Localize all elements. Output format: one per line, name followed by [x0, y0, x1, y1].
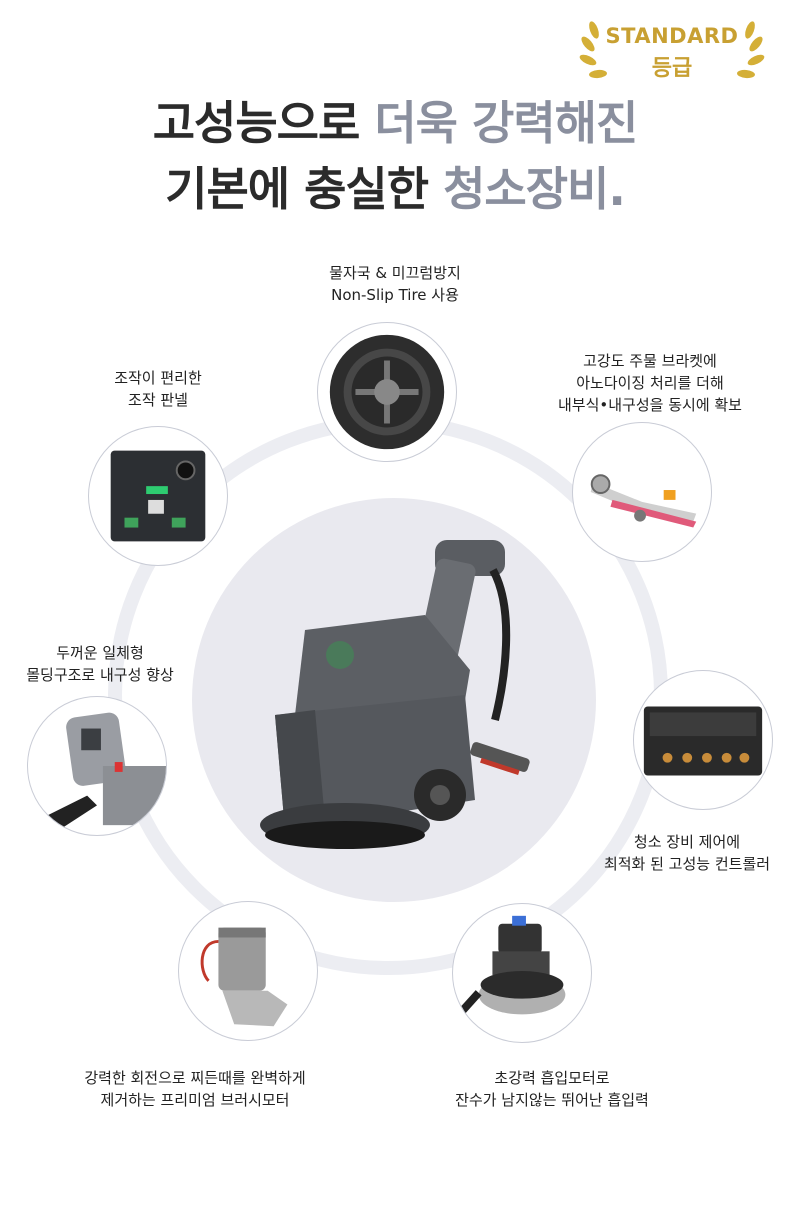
headline-line-2: 기본에 충실한 청소장비.: [0, 166, 790, 212]
bracket-node: [572, 422, 712, 562]
badge-title: STANDARD: [605, 24, 739, 48]
suction-motor-icon: [457, 915, 566, 1016]
headline-1-dark: 고성능으로: [152, 96, 375, 150]
suction-motor-caption-1: 초강력 흡입모터로: [494, 1069, 610, 1087]
headline-2-grey: 청소장비.: [443, 162, 626, 216]
badge-grade: 등급: [651, 56, 693, 81]
headline-2-dark: 기본에 충실한: [165, 162, 444, 216]
brush-motor-icon: [200, 927, 288, 1027]
panel-caption-2: 조작 판넬: [128, 391, 188, 409]
brush-motor-caption-2: 제거하는 프리미엄 브러시모터: [100, 1091, 290, 1109]
tire-caption: 물자국 & 미끄럼방지 Non-Slip Tire 사용: [295, 262, 495, 306]
brush-motor-node: [178, 901, 318, 1041]
brush-motor-caption: 강력한 회전으로 찌든때를 완벽하게 제거하는 프리미엄 브러시모터: [45, 1067, 345, 1111]
standard-grade-badge: STANDARD 등급: [572, 6, 772, 90]
body-caption-1: 두꺼운 일체형: [56, 644, 144, 662]
controller-caption-2: 최적화 된 고성능 컨트롤러: [603, 855, 771, 873]
tire-icon: [329, 334, 445, 450]
body-caption: 두꺼운 일체형 몰딩구조로 내구성 향상: [0, 642, 200, 686]
bracket-caption-1: 고강도 주물 브라켓에: [583, 352, 717, 370]
laurel-icon: [579, 21, 765, 79]
bracket-icon: [590, 474, 697, 528]
tire-caption-1: 물자국 & 미끄럼방지: [329, 264, 461, 282]
controller-node: [633, 670, 773, 810]
panel-node: [88, 426, 228, 566]
body-node: [27, 696, 167, 836]
suction-motor-node: [452, 903, 592, 1043]
bracket-caption-3: 내부식•내구성을 동시에 확보: [558, 396, 742, 414]
body-caption-2: 몰딩구조로 내구성 향상: [26, 666, 174, 684]
controller-icon: [643, 706, 763, 776]
controller-caption: 청소 장비 제어에 최적화 된 고성능 컨트롤러: [587, 831, 787, 875]
molded-body-icon: [47, 712, 166, 832]
suction-motor-caption-2: 잔수가 남지않는 뛰어난 흡입력: [455, 1091, 649, 1109]
brush-motor-caption-1: 강력한 회전으로 찌든때를 완벽하게: [84, 1069, 306, 1087]
control-panel-icon: [110, 450, 206, 542]
controller-caption-1: 청소 장비 제어에: [633, 833, 741, 851]
headline-line-1: 고성능으로 더욱 강력해진: [0, 100, 790, 146]
tire-node: [317, 322, 457, 462]
panel-caption-1: 조작이 편리한: [114, 369, 202, 387]
headline-1-grey: 더욱 강력해진: [374, 96, 638, 150]
panel-caption: 조작이 편리한 조작 판넬: [58, 367, 258, 411]
bracket-caption-2: 아노다이징 처리를 더해: [576, 374, 724, 392]
tire-caption-2: Non-Slip Tire 사용: [331, 286, 459, 304]
bracket-caption: 고강도 주물 브라켓에 아노다이징 처리를 더해 내부식•내구성을 동시에 확보: [540, 350, 760, 416]
floor-scrubber-icon: [260, 540, 530, 849]
suction-motor-caption: 초강력 흡입모터로 잔수가 남지않는 뛰어난 흡입력: [452, 1067, 652, 1111]
